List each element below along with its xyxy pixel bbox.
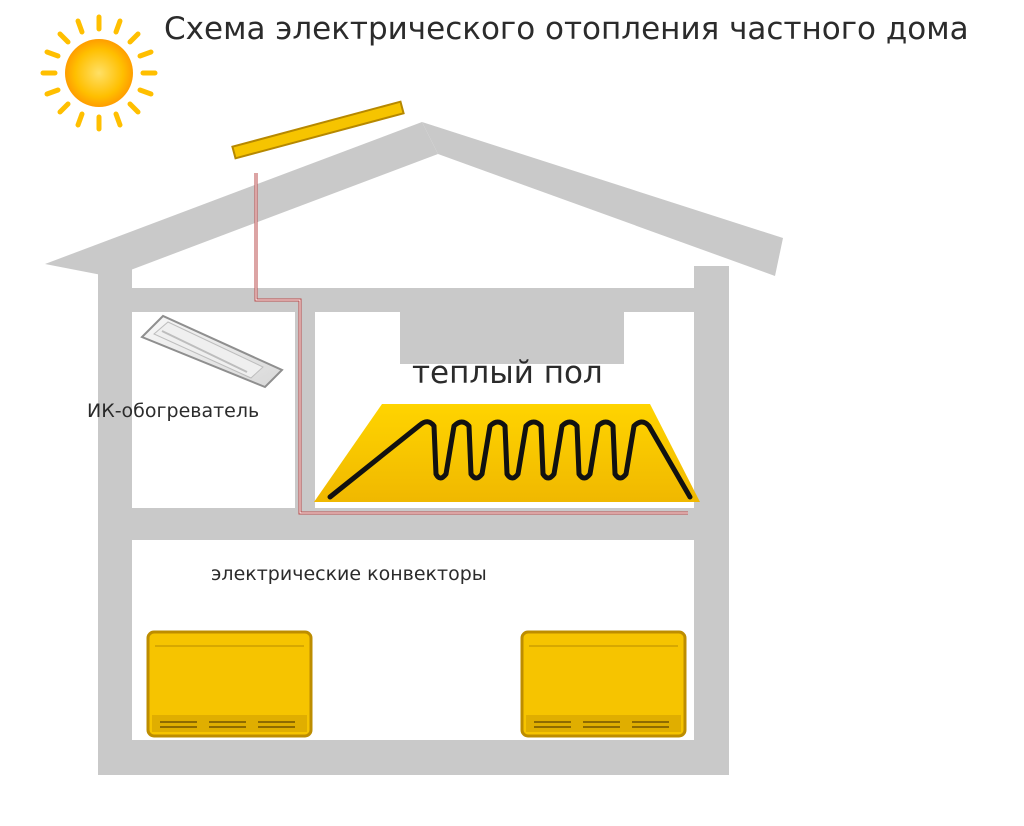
sun-icon	[40, 14, 158, 132]
solar-panel-icon	[231, 100, 405, 160]
house-outline	[45, 122, 783, 775]
diagram-title: Схема электрического отопления частного …	[164, 11, 969, 47]
warm-floor-label: теплый пол	[412, 355, 603, 391]
power-cable-highlight	[255, 173, 688, 514]
convectors-label: электрические конвекторы	[211, 563, 487, 585]
convector-icon	[146, 630, 313, 738]
convector-icon	[520, 630, 687, 738]
ir-heater-label: ИК-обогреватель	[87, 400, 259, 422]
warm-floor-icon	[314, 404, 700, 502]
ir-heater-icon	[140, 314, 284, 389]
